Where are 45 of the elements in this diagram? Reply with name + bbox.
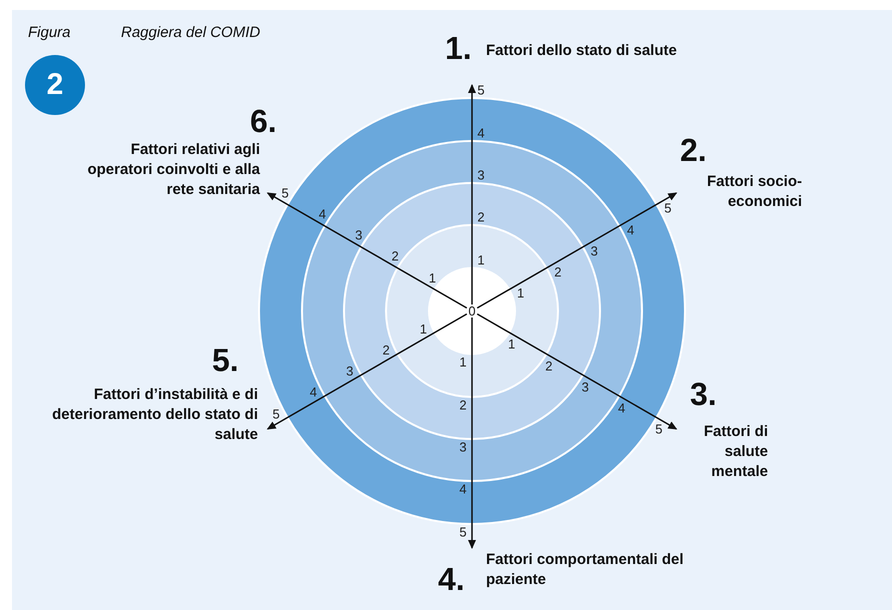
tick-label: 3 [346, 364, 354, 378]
tick-label: 4 [627, 223, 634, 236]
tick-label: 1 [508, 338, 516, 351]
axis-title: Fattori comportamentali del paziente [486, 550, 685, 590]
tick-label: 3 [355, 228, 362, 242]
tick-label: 4 [459, 482, 467, 496]
tick-label: 2 [459, 398, 467, 412]
axis-title: Fattori d’instabilità e di deterioramento dello stato di salute [51, 385, 258, 445]
tick-label: 4 [477, 126, 485, 140]
tick-label: 3 [582, 380, 589, 394]
tick-label: 5 [664, 202, 672, 215]
tick-label: 3 [590, 244, 598, 258]
tick-label: 5 [477, 84, 485, 96]
tick-label: 3 [459, 440, 467, 454]
tick-label: 5 [272, 407, 280, 420]
axis-number: 2. [680, 132, 707, 169]
tick-label: 1 [459, 356, 467, 368]
tick-label: 2 [382, 344, 390, 357]
tick-label: 0 [468, 304, 476, 318]
axis-title: Fattori dello stato di salute [486, 41, 678, 61]
figure-title: Raggiera del COMID [121, 24, 260, 41]
tick-label: 1 [428, 271, 436, 284]
tick-label: 2 [477, 210, 485, 224]
axis-title: Fattori di salute mentale [702, 422, 768, 482]
tick-label: 5 [281, 186, 289, 200]
axis-title: Fattori relativi agli operatori coinvolti e alla rete sanitaria [86, 140, 260, 200]
tick-label: 2 [545, 359, 553, 372]
figure-label: Figura [28, 24, 71, 41]
tick-label: 3 [477, 168, 485, 182]
axis-number: 5. [212, 342, 239, 379]
axis-title: Fattori socio-economici [706, 172, 802, 212]
tick-label: 4 [310, 386, 317, 399]
tick-label: 2 [391, 250, 399, 263]
axis-number: 6. [250, 103, 277, 140]
axis-number: 1. [445, 30, 472, 67]
axis-number: 3. [690, 376, 717, 413]
tick-label: 4 [618, 401, 626, 414]
tick-label: 5 [459, 526, 467, 538]
tick-label: 5 [655, 422, 662, 436]
tick-label: 1 [517, 286, 524, 300]
tick-label: 2 [554, 265, 562, 278]
tick-label: 1 [477, 254, 485, 266]
tick-label: 4 [318, 208, 326, 221]
tick-label: 1 [420, 322, 427, 336]
axis-number: 4. [438, 561, 465, 598]
